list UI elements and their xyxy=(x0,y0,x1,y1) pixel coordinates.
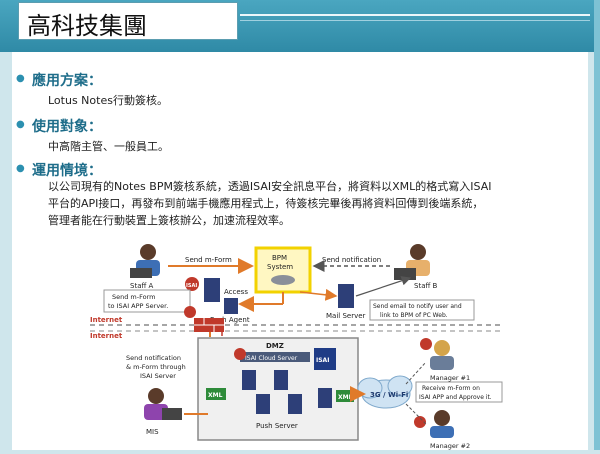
section-text-solution: Lotus Notes行動簽核。 xyxy=(48,94,168,107)
mail-server-icon xyxy=(338,284,354,308)
internet-label-1: Internet xyxy=(90,316,123,324)
bpm-to-mail-arrow xyxy=(299,288,338,301)
send-mform-isai-callout xyxy=(103,289,191,313)
manager-1-icon xyxy=(430,340,454,370)
isai-logo-icon xyxy=(314,348,336,370)
xml-badge-2-label: XML xyxy=(338,394,353,401)
staff-a-label: Staff A xyxy=(130,282,154,290)
isai-badge-icon-2 xyxy=(184,306,196,318)
title-box: 高科技集團 xyxy=(18,2,238,40)
header-decoration-line xyxy=(240,14,590,16)
wifi-label: 3G / Wi-Fi xyxy=(370,391,408,399)
receive-text-1: Receive m-Form on xyxy=(422,385,480,392)
architecture-svg: Internet Internet Staff A Send m-Form BP… xyxy=(90,244,503,450)
send-email-callout xyxy=(369,299,475,321)
firewall-icon xyxy=(194,318,224,332)
isai-badge-label: ISAI xyxy=(186,283,197,289)
mis-icon xyxy=(144,388,182,420)
section-heading-audience: 使用對象： xyxy=(16,116,102,136)
staff-b-icon xyxy=(394,244,430,280)
isai-cloud-server-label: ISAI Cloud Server xyxy=(245,355,298,362)
isai-badge-icon xyxy=(185,277,199,291)
manager-1-label: Manager #1 xyxy=(430,374,470,382)
scenario-line-3: 管理者能在行動裝置上簽核辦公，加速流程效率。 xyxy=(48,214,290,227)
isai-badge-icon-4 xyxy=(420,338,432,350)
scenario-line-1: 以公司現有的Notes BPM簽核系統，透過ISAI安全訊息平台，將資料以XML… xyxy=(48,180,492,193)
header-decoration-line-thin xyxy=(240,20,590,21)
push-server-label: Push Server xyxy=(256,422,298,430)
notification-text-3: ISAI Server xyxy=(140,372,176,380)
bpm-system-label: BPM xyxy=(272,254,287,262)
receive-callout xyxy=(415,381,503,403)
section-heading-solution: 應用方案： xyxy=(16,70,102,90)
push-server-icon-3 xyxy=(256,394,270,414)
xml-badge-2 xyxy=(336,390,354,402)
bpm-system-label-2: System xyxy=(267,263,293,271)
push-agent-server-icon xyxy=(224,298,238,314)
push-agent-label: Push Agent xyxy=(210,316,250,324)
architecture-diagram: Internet Internet Staff A Send m-Form BP… xyxy=(90,238,510,450)
send-email-text: Send email to notify user and xyxy=(373,303,462,310)
send-email-text-2: link to BPM of PC Web. xyxy=(380,312,448,319)
scenario-line-2: 平台的API接口，再發布到前端手機應用程式上，待簽核完畢後再將資料回傳到後端系統… xyxy=(48,197,484,210)
database-icon xyxy=(271,275,295,285)
mis-label: MIS xyxy=(146,428,159,436)
mail-to-staff-b-arrow xyxy=(355,276,412,297)
isai-badge-icon-3 xyxy=(234,348,246,360)
receive-text-2: ISAI APP and Approve it. xyxy=(419,394,492,401)
notification-text-2: & m-Form through xyxy=(126,363,186,371)
push-server-icon-1 xyxy=(242,370,256,390)
manager-2-label: Manager #2 xyxy=(430,442,470,450)
isai-badge-icon-5 xyxy=(414,416,426,428)
xml-badge-1 xyxy=(206,388,226,400)
section-text-scenario: 以公司現有的Notes BPM簽核系統，透過ISAI安全訊息平台，將資料以XML… xyxy=(48,178,578,229)
dmz-label: DMZ xyxy=(266,342,284,350)
notification-text-1: Send notification xyxy=(126,354,181,362)
push-server-icon-5 xyxy=(318,388,332,408)
right-rail xyxy=(594,0,600,450)
access-server-icon xyxy=(204,278,220,302)
manager-2-icon xyxy=(430,410,454,438)
access-label: Access xyxy=(224,288,248,296)
send-mform-isai-text: Send m-Form xyxy=(112,293,156,301)
send-mform-isai-text-2: to ISAI APP Server. xyxy=(108,302,168,310)
section-heading-scenario: 運用情境： xyxy=(16,160,102,180)
page-title: 高科技集團 xyxy=(27,12,147,40)
mail-server-label: Mail Server xyxy=(326,312,366,320)
staff-a-icon xyxy=(130,244,160,278)
push-server-icon-2 xyxy=(274,370,288,390)
push-server-icon-4 xyxy=(288,394,302,414)
isai-logo-label: ISAI xyxy=(316,357,329,364)
staff-b-label: Staff B xyxy=(414,282,438,290)
send-mform-label: Send m-Form xyxy=(185,256,232,264)
internet-label-2: Internet xyxy=(90,332,123,340)
send-notification-label: Send notification xyxy=(322,256,381,264)
section-text-audience: 中高階主管、一般員工。 xyxy=(48,140,169,153)
xml-badge-1-label: XML xyxy=(208,392,223,399)
isai-cloud-server-bar xyxy=(240,352,310,362)
